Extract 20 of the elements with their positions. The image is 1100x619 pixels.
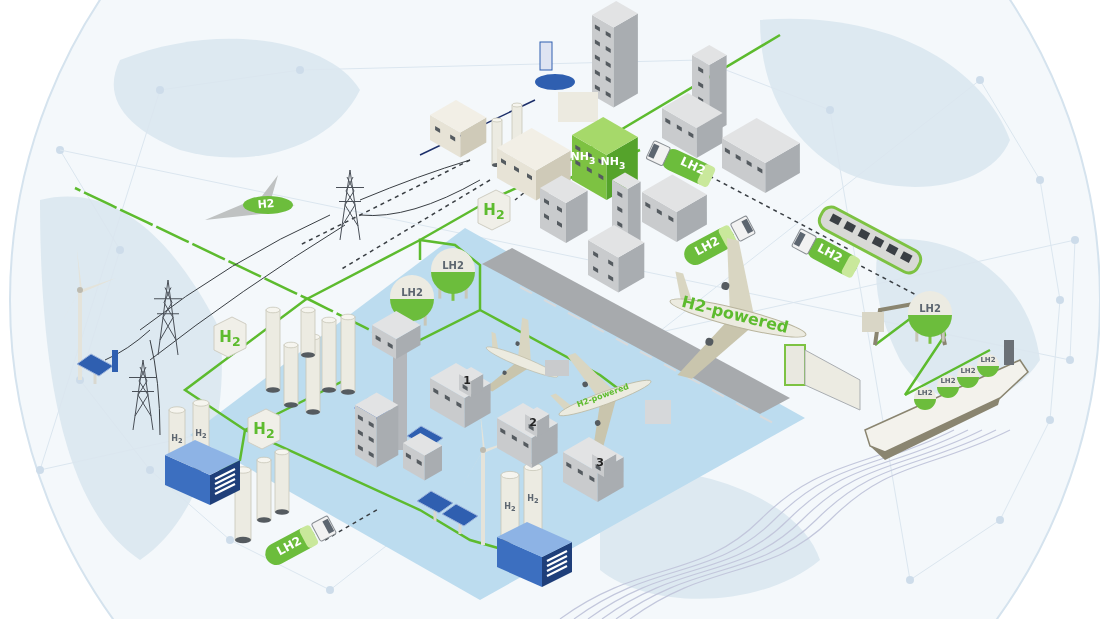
- building-number: 2: [529, 416, 537, 428]
- tank-label: LH2: [919, 304, 941, 314]
- sign-text: H$_{2}$: [253, 421, 275, 441]
- tank-label: H$_{2}$: [504, 502, 516, 514]
- plant-label: NH$_{3}$: [600, 156, 626, 170]
- aircraft-label: H2: [257, 197, 275, 211]
- sign-text: H$_{2}$: [219, 329, 241, 349]
- tank-label: LH2: [401, 288, 423, 298]
- tank-label: LH2: [678, 155, 708, 177]
- tank-label: H$_{2}$: [171, 434, 183, 446]
- tank-label: LH2: [692, 234, 722, 258]
- tank-label: LH2: [815, 241, 845, 265]
- sign-text: H$_{2}$: [483, 202, 505, 222]
- plant-label: NH$_{3}$: [570, 151, 596, 165]
- tank-label: LH2: [274, 534, 304, 558]
- tank-label: LH2: [442, 261, 464, 271]
- tank-label: H$_{2}$: [527, 494, 539, 506]
- building-number: 3: [596, 456, 604, 468]
- building-number: 1: [463, 374, 471, 386]
- tank-label: H$_{2}$: [195, 429, 207, 441]
